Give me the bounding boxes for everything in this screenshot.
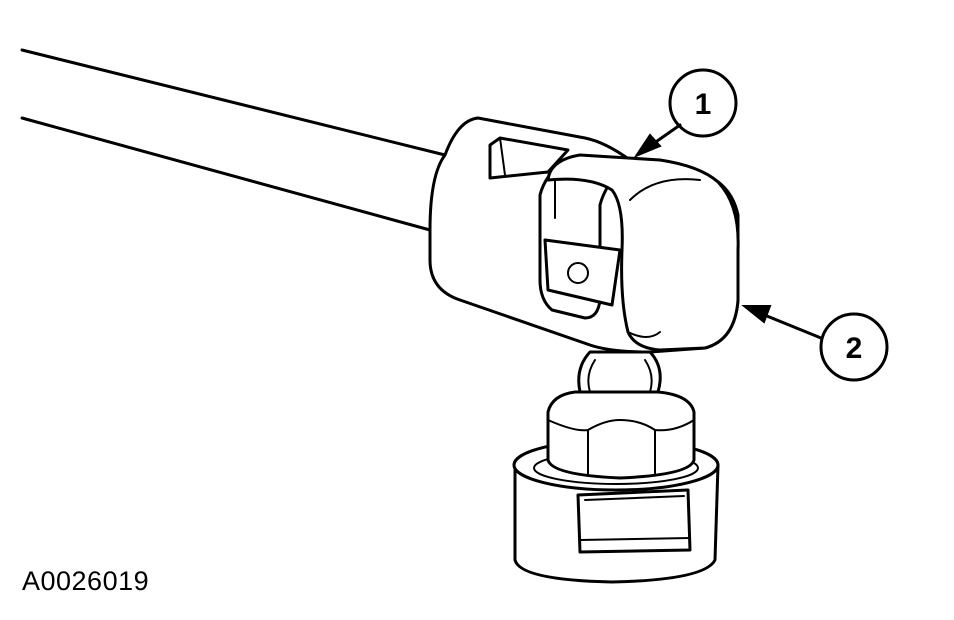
- wrench-handle-icon: [20, 48, 447, 232]
- figure-id-label: A0026019: [22, 566, 150, 596]
- callout-2-number: 2: [846, 332, 863, 365]
- callout-1: 1: [633, 68, 738, 159]
- socket-icon: [512, 350, 720, 584]
- callout-1-number: 1: [695, 88, 712, 121]
- callout-2-leader: [760, 312, 823, 340]
- callout-2: 2: [741, 305, 889, 382]
- arrow-icon: [741, 305, 772, 324]
- arrow-icon: [633, 133, 662, 159]
- swivel-head-icon: [428, 116, 740, 354]
